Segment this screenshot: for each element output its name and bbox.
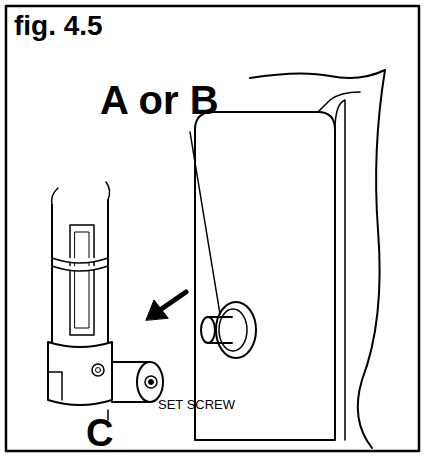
tube-wall [52,200,108,342]
housing-edge [318,92,360,112]
shaft-end [201,317,215,343]
clamp-screw [92,364,104,376]
part-label: C [86,414,113,452]
leader-line [190,132,220,314]
housing-side [358,70,385,448]
plate-thickness [335,100,345,440]
tube-slot-inner [75,232,89,328]
shaft-collar [219,309,247,351]
tube-break [52,182,110,205]
clamp-screw-socket [96,368,101,373]
set-screw [145,376,157,388]
part-label: SET SCREW [158,398,235,411]
set-screw-socket [149,380,154,385]
direction-arrow [160,292,186,310]
housing-top [250,70,385,78]
figure-title: fig. 4.5 [14,12,103,40]
front-plate [195,112,335,440]
part-label: A or B [100,80,219,120]
clamp-boss-end [137,362,163,402]
clamp-notch [48,372,62,400]
tube-slot [70,225,94,335]
figure-frame [6,6,419,451]
arrow-head [146,300,168,320]
shaft-flange [216,302,256,358]
clamp-body [48,342,112,405]
tube-band [52,258,108,271]
